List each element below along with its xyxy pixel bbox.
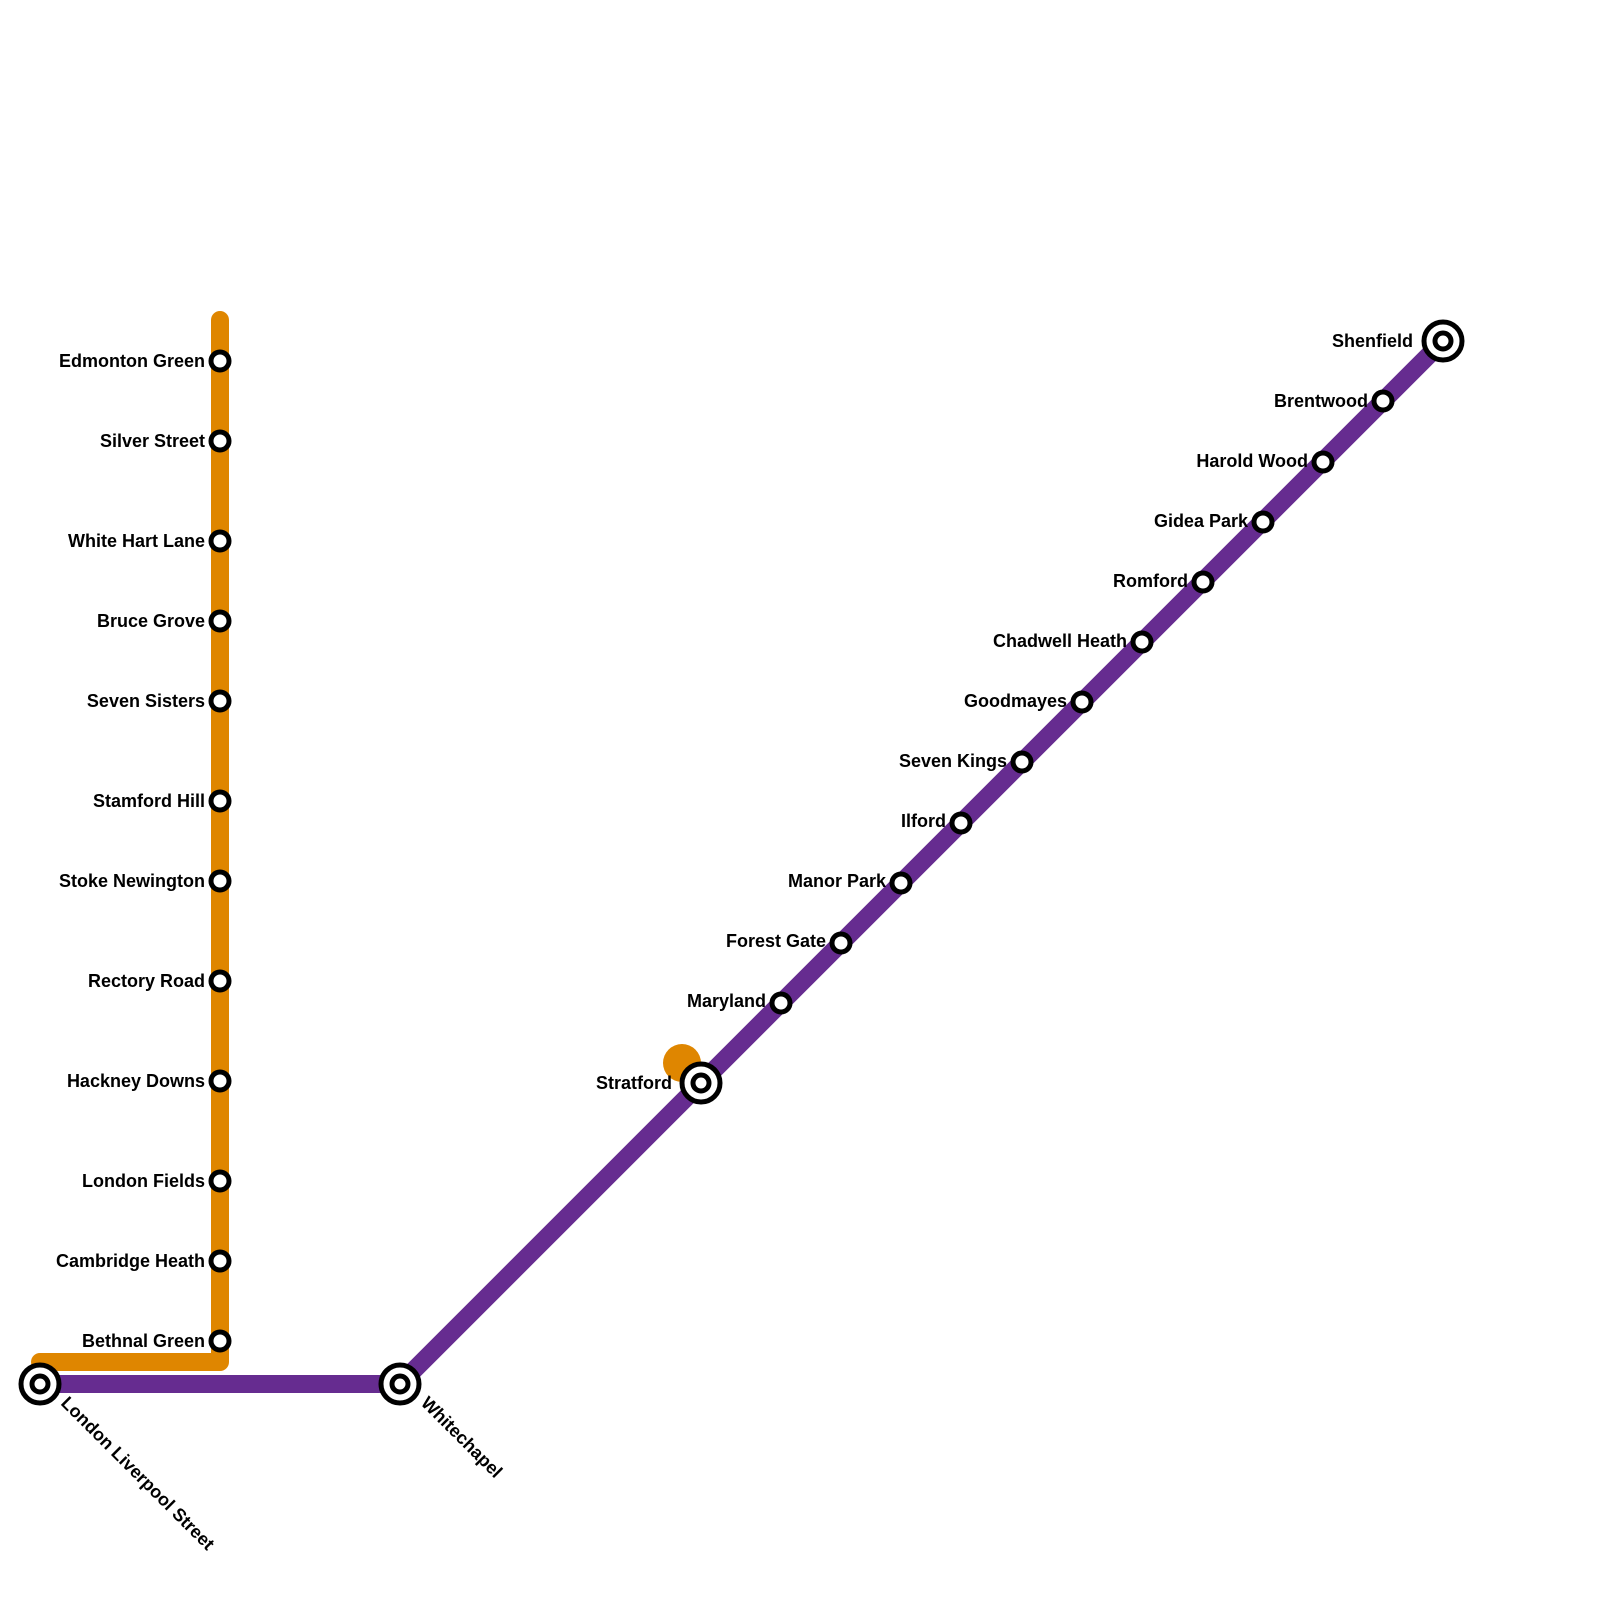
station-bruce-grove[interactable]: Bruce Grove [97,609,232,633]
station-label: Cambridge Heath [56,1251,205,1271]
purple-line [29,332,1452,1393]
station-gidea-park[interactable]: Gidea Park [1154,510,1275,534]
station-label: Silver Street [100,431,205,451]
station-white-hart-lane[interactable]: White Hart Lane [68,529,232,553]
station-chadwell-heath[interactable]: Chadwell Heath [993,630,1154,654]
station-goodmayes[interactable]: Goodmayes [964,690,1094,714]
station-label: Shenfield [1332,331,1413,351]
station-label: London Liverpool Street [57,1393,218,1554]
station-label: Rectory Road [88,971,205,991]
station-label: Bruce Grove [97,611,205,631]
station-london-fields[interactable]: London Fields [82,1169,232,1193]
station-rectory-road[interactable]: Rectory Road [88,969,232,993]
station-stratford[interactable]: Stratford [596,1061,723,1105]
station-label: Whitechapel [417,1393,506,1482]
station-label: Goodmayes [964,691,1067,711]
station-label: Manor Park [788,871,887,891]
station-manor-park[interactable]: Manor Park [788,871,913,895]
station-label: Brentwood [1274,391,1368,411]
station-brentwood[interactable]: Brentwood [1274,389,1395,413]
station-edmonton-green[interactable]: Edmonton Green [59,349,232,373]
station-maryland[interactable]: Maryland [687,991,793,1015]
purple-line-stations: Maryland Forest Gate Manor Park Ilford S… [687,389,1395,1015]
station-stoke-newington[interactable]: Stoke Newington [59,869,232,893]
station-label: Stamford Hill [93,791,205,811]
station-label: Gidea Park [1154,511,1249,531]
station-label: White Hart Lane [68,531,205,551]
station-london-liverpool-street[interactable]: London Liverpool Street [18,1362,218,1554]
station-silver-street[interactable]: Silver Street [100,429,232,453]
station-label: Stoke Newington [59,871,205,891]
station-ilford[interactable]: Ilford [901,811,973,835]
station-label: Bethnal Green [82,1331,205,1351]
orange-line-path [31,311,229,1371]
station-label: Stratford [596,1073,672,1093]
station-label: Harold Wood [1196,451,1308,471]
orange-line [31,311,701,1371]
station-label: Seven Sisters [87,691,205,711]
station-forest-gate[interactable]: Forest Gate [726,931,853,955]
station-label: Maryland [687,991,766,1011]
station-label: Edmonton Green [59,351,205,371]
station-bethnal-green[interactable]: Bethnal Green [82,1329,232,1353]
station-whitechapel[interactable]: Whitechapel [378,1362,506,1482]
station-label: Forest Gate [726,931,826,951]
station-seven-sisters[interactable]: Seven Sisters [87,689,232,713]
station-stamford-hill[interactable]: Stamford Hill [93,789,232,813]
station-label: London Fields [82,1171,205,1191]
station-label: Chadwell Heath [993,631,1127,651]
station-hackney-downs[interactable]: Hackney Downs [67,1069,232,1093]
orange-line-stations: Edmonton Green Silver Street White Hart … [56,349,232,1353]
station-label: Seven Kings [899,751,1007,771]
station-label: Hackney Downs [67,1071,205,1091]
purple-line-path [29,332,1452,1393]
station-label: Ilford [901,811,946,831]
station-cambridge-heath[interactable]: Cambridge Heath [56,1249,232,1273]
station-harold-wood[interactable]: Harold Wood [1196,450,1335,474]
station-seven-kings[interactable]: Seven Kings [899,750,1034,774]
station-label: Romford [1113,571,1188,591]
station-shenfield[interactable]: Shenfield [1332,319,1465,363]
station-romford[interactable]: Romford [1113,570,1215,594]
